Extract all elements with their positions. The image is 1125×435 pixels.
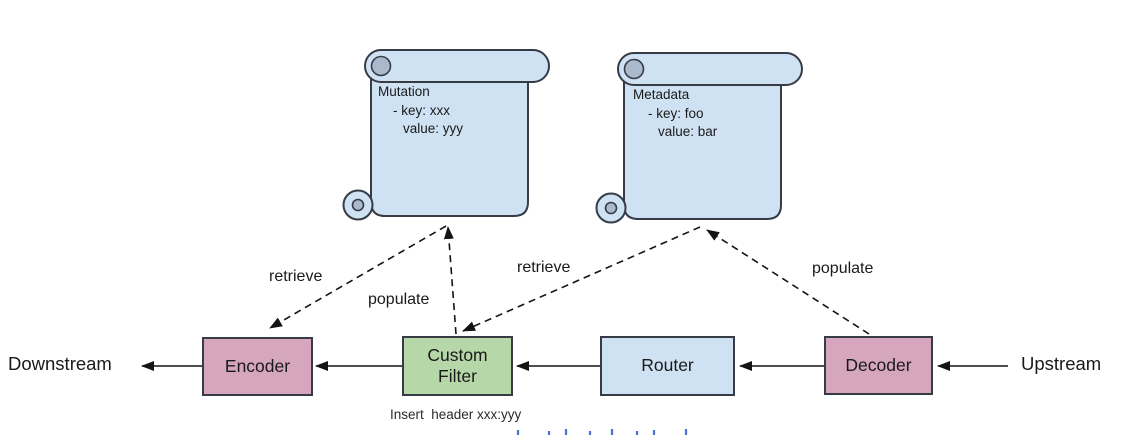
- mutation-scroll-shape: [342, 49, 550, 221]
- upstream-label: Upstream: [1021, 353, 1102, 374]
- custom-filter-label-line2: Filter: [438, 366, 477, 386]
- router-box: Router: [600, 336, 735, 396]
- downstream-label: Downstream: [8, 353, 112, 374]
- dashed-arrow-decoder-to-metadata: [706, 229, 870, 335]
- dashed-arrow-custom-filter-to-mutation: [443, 226, 457, 335]
- mutation-title: Mutation: [378, 84, 430, 99]
- retrieve-label-encoder: retrieve: [269, 268, 323, 285]
- custom-filter-box: Custom Filter: [402, 336, 513, 396]
- retrieve-label-custom-filter: retrieve: [517, 259, 571, 276]
- clipped-blue-text-fragment: [516, 429, 688, 435]
- scroll-spiral-icon: [623, 58, 645, 80]
- insert-header-note: Insert header xxx:yyy: [390, 407, 522, 422]
- scroll-spiral-icon: [370, 55, 392, 77]
- scroll-top-roll-icon: [364, 49, 550, 83]
- populate-label-metadata: populate: [812, 260, 874, 277]
- decoder-box: Decoder: [824, 336, 933, 395]
- metadata-title: Metadata: [633, 87, 690, 102]
- encoder-label: Encoder: [224, 355, 291, 376]
- custom-filter-label-line1: Custom: [427, 344, 488, 365]
- scroll-top-roll-icon: [617, 52, 803, 86]
- metadata-value-line: value: bar: [658, 124, 718, 139]
- metadata-scroll-text: Metadata - key: foo value: bar: [633, 86, 717, 142]
- decoder-label: Decoder: [845, 354, 912, 375]
- mutation-value-line: value: yyy: [403, 121, 464, 136]
- metadata-scroll-shape: [595, 52, 803, 224]
- mutation-scroll-text: Mutation - key: xxx value: yyy: [378, 83, 463, 139]
- dashed-arrow-mutation-to-encoder: [269, 225, 447, 329]
- dashed-arrow-metadata-to-custom-filter: [462, 226, 701, 332]
- router-label: Router: [641, 355, 694, 376]
- populate-label-mutation: populate: [368, 291, 430, 308]
- encoder-box: Encoder: [202, 337, 313, 396]
- metadata-key-line: - key: foo: [648, 105, 704, 121]
- mutation-key-line: - key: xxx: [393, 102, 451, 118]
